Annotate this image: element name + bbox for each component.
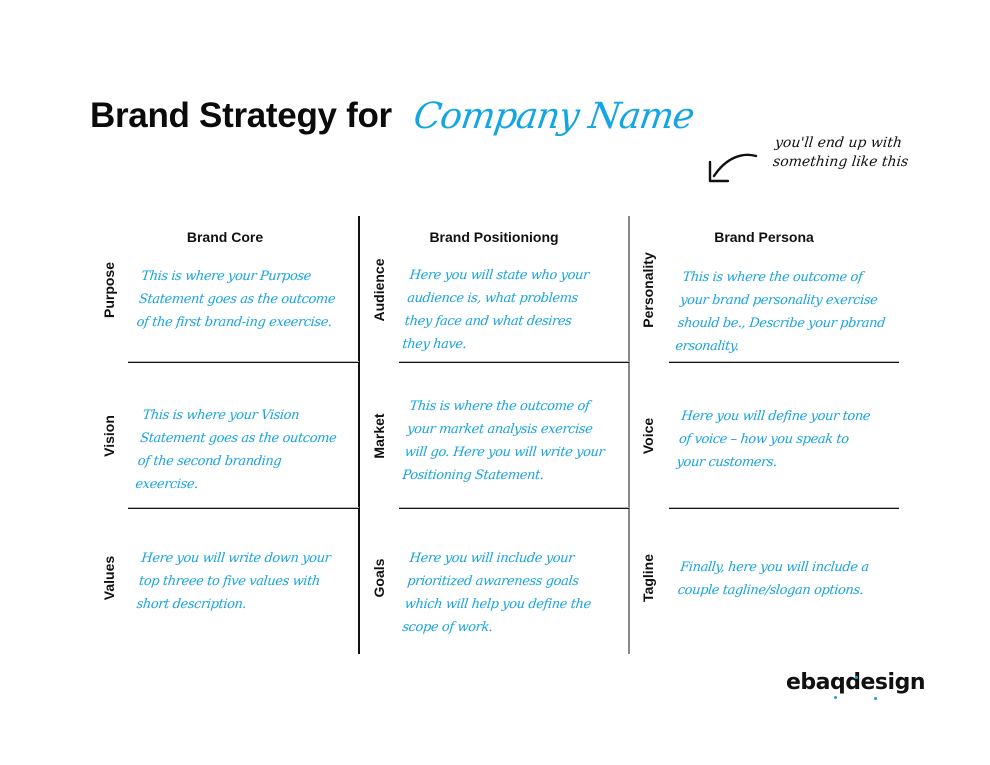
row-label-audience: Audience [371, 258, 387, 322]
row-label-vision: Vision [101, 415, 117, 457]
page-title: Brand Strategy for [90, 96, 392, 135]
row-divider [128, 361, 359, 363]
column-heading-brand-persona: Brand Persona [714, 229, 814, 245]
logo-accent-dot [855, 676, 858, 679]
cell-purpose: This is where your Purpose Statement goe… [135, 269, 336, 330]
row-divider [669, 507, 899, 509]
row-divider [669, 361, 899, 363]
cell-tagline: Finally, here you will include a couple … [677, 560, 870, 598]
cell-personality: This is where the outcome of your brand … [674, 270, 886, 354]
row-divider [128, 507, 359, 509]
hint-note: you'll end up with something like this [772, 135, 910, 170]
row-label-tagline: Tagline [640, 554, 656, 602]
cell-goals: Here you will include your prioritized a… [401, 551, 592, 635]
row-label-goals: Goals [371, 558, 387, 598]
row-label-voice: Voice [640, 417, 656, 455]
brand-logo: ebaqdesign [786, 670, 925, 695]
cell-vision: This is where your Vision Statement goes… [134, 408, 338, 492]
company-name: Company Name [411, 96, 697, 137]
cell-voice: Here you will define your tone of voice … [675, 409, 871, 470]
column-divider-2 [628, 216, 630, 654]
column-divider-1 [358, 216, 360, 654]
row-divider [399, 507, 629, 509]
column-heading-brand-core: Brand Core [186, 229, 264, 245]
column-heading-brand-positioning: Brand Positioniong [429, 229, 559, 245]
cell-market: This is where the outcome of your market… [401, 399, 606, 483]
logo-accent-dot [834, 696, 837, 699]
row-divider [399, 361, 629, 363]
curved-arrow-down-left-icon [708, 153, 758, 183]
row-label-market: Market [371, 413, 387, 459]
row-label-personality: Personality [640, 252, 656, 328]
cell-values: Here you will write down your top threee… [135, 551, 332, 612]
logo-accent-dot [874, 697, 877, 700]
row-label-purpose: Purpose [101, 261, 117, 319]
cell-audience: Here you will state who your audience is… [401, 268, 590, 352]
row-label-values: Values [101, 555, 117, 601]
